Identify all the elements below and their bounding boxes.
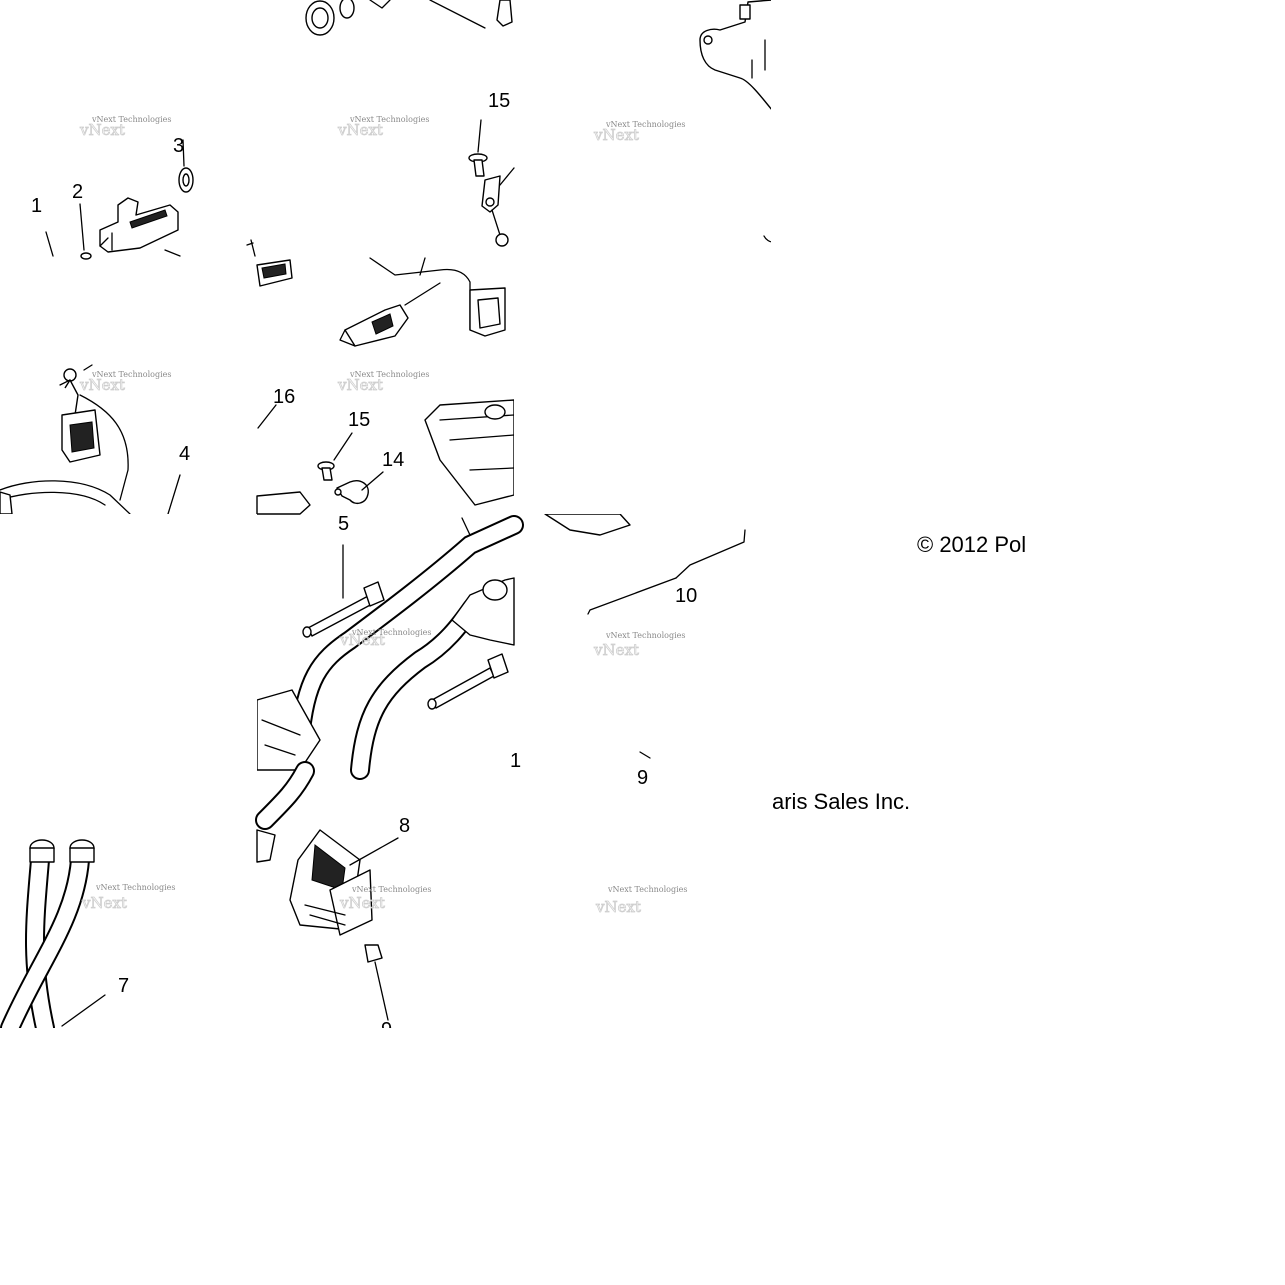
svg-text:vNext: vNext <box>79 121 125 139</box>
svg-text:vNext: vNext <box>337 376 383 394</box>
throttle-body-fragment <box>699 0 773 243</box>
watermark: vNext Technologies <box>351 628 431 637</box>
watermark-group: vNext vNext Technologies vNext vNext Tec… <box>79 115 688 916</box>
svg-text:vNext: vNext <box>593 641 639 659</box>
callout-4: 4 <box>179 443 190 465</box>
svg-text:vNext: vNext <box>337 121 383 139</box>
callout-16: 16 <box>273 386 295 408</box>
watermark: vNext Technologies <box>351 885 431 894</box>
svg-text:vNext: vNext <box>339 894 385 912</box>
callout-7: 7 <box>118 975 129 997</box>
watermark: vNext Technologies <box>607 885 687 894</box>
fuel-injector <box>45 139 194 260</box>
svg-text:vNext: vNext <box>339 631 385 649</box>
copyright-part2: aris Sales Inc. <box>772 789 910 814</box>
watermark: vNext Technologies <box>349 370 429 379</box>
svg-text:vNext: vNext <box>79 376 125 394</box>
fuel-module <box>255 761 399 1021</box>
harness-connector <box>256 257 515 515</box>
watermark: vNext Technologies <box>95 883 175 892</box>
callout-14: 14 <box>382 449 404 471</box>
svg-text:vNext: vNext <box>595 898 641 916</box>
callout-2: 2 <box>72 181 83 203</box>
watermark: vNext Technologies <box>605 631 685 640</box>
fuel-rail <box>424 399 515 506</box>
sensor-harness <box>0 364 181 515</box>
callout-15: 15 <box>488 90 510 112</box>
watermark: vNext Technologies <box>605 120 685 129</box>
screw-clamp <box>246 119 515 257</box>
callout-9: 9 <box>637 767 648 789</box>
callout-3: 3 <box>173 135 184 157</box>
callout-1: 1 <box>510 750 521 772</box>
svg-text:vNext: vNext <box>593 126 639 144</box>
svg-text:vNext: vNext <box>81 894 127 912</box>
watermark: vNext Technologies <box>91 115 171 124</box>
twin-hoses <box>0 839 106 1038</box>
callout-1: 1 <box>31 195 42 217</box>
fuel-lines <box>256 515 524 780</box>
callout-5: 5 <box>338 513 349 535</box>
oil-seal <box>305 0 513 36</box>
copyright-part1: © 2012 Pol <box>917 532 1026 557</box>
watermark: vNext Technologies <box>349 115 429 124</box>
callout-10: 10 <box>675 585 697 607</box>
callout-15: 15 <box>348 409 370 431</box>
watermark: vNext Technologies <box>91 370 171 379</box>
callout-8: 8 <box>399 815 410 837</box>
